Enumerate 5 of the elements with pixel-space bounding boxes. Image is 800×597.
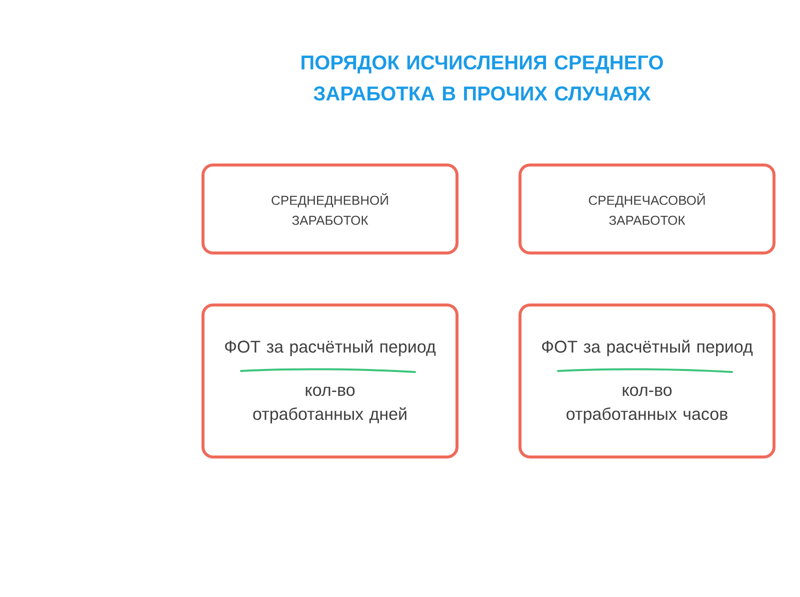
category-box: СРЕДНЕДНЕВНОЙ ЗАРАБОТОК — [202, 164, 458, 254]
formula-box: ФОТ за расчётный период кол-во отработанных часов — [518, 304, 776, 458]
category-box: СРЕДНЕЧАСОВОЙ ЗАРАБОТОК — [518, 164, 776, 254]
title: ПОРЯДОК ИСЧИСЛЕНИЯ СРЕДНЕГО ЗАРАБОТКА В ПРОЧИХ СЛУЧАЯХ — [302, 55, 663, 101]
formula-box: ФОТ за расчётный период кол-во отработанных дней — [202, 304, 458, 458]
